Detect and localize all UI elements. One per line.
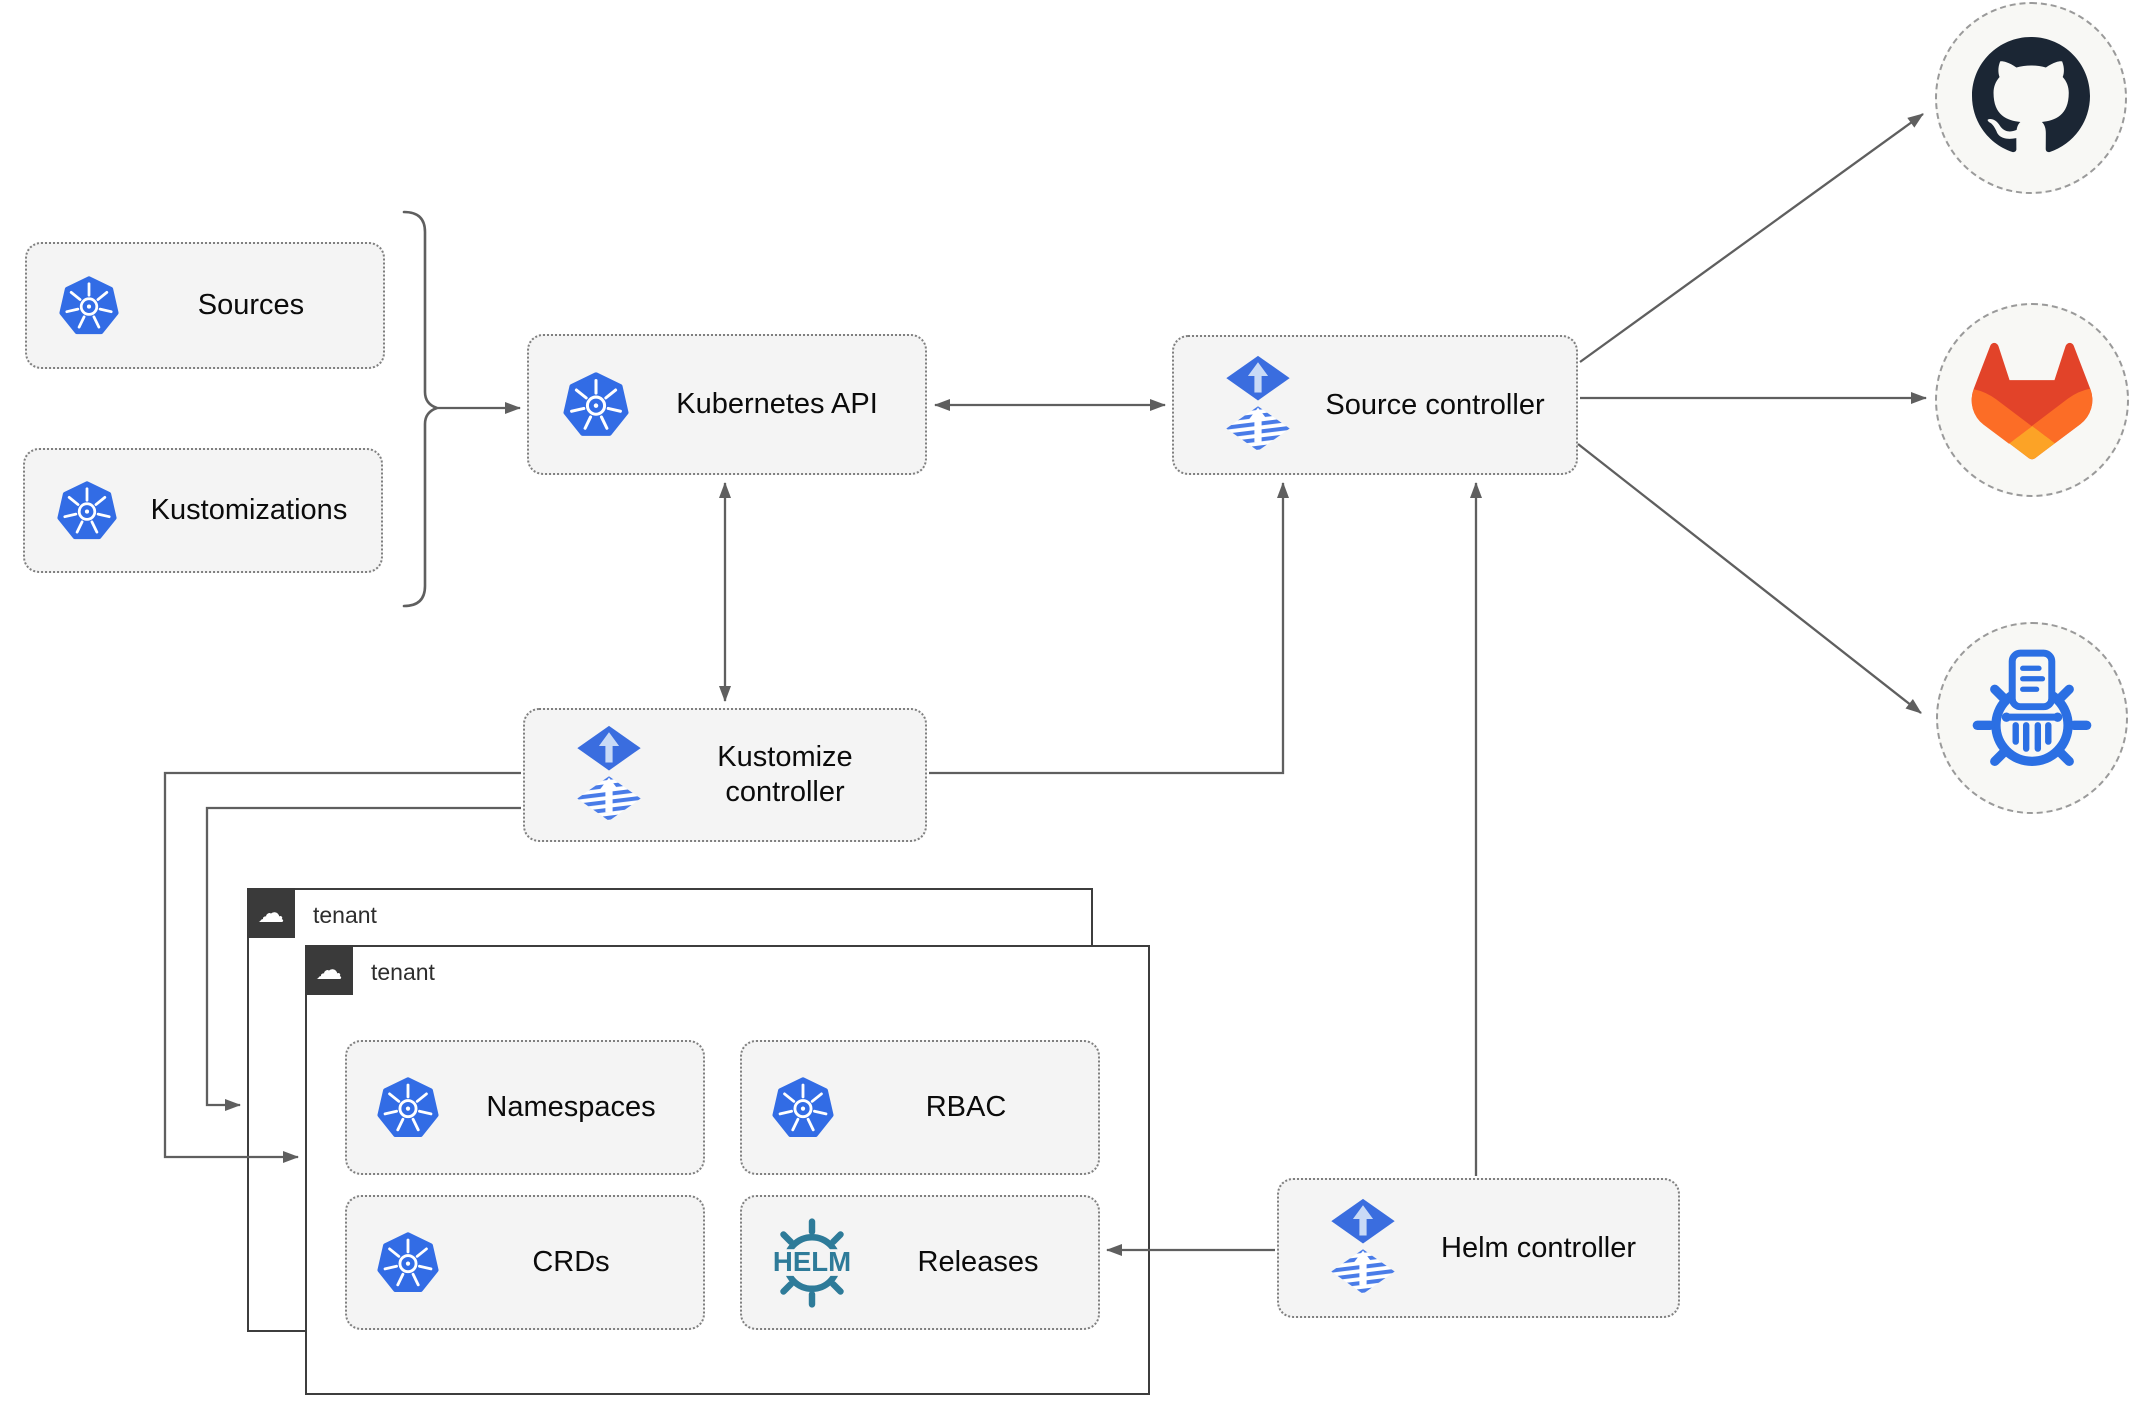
cloud-icon: ☁ <box>315 954 343 986</box>
node-label: Namespaces <box>486 1091 656 1124</box>
node-kustomizations: Kustomizations <box>23 448 383 573</box>
node-label: Kubernetes API <box>676 388 878 421</box>
edge-source-to-github <box>1579 113 1924 363</box>
tenant-inner-label: tenant <box>371 959 435 985</box>
node-namespaces: Namespaces <box>345 1040 705 1175</box>
flux-icon <box>1222 354 1294 457</box>
chartmuseum-icon <box>1968 646 2096 791</box>
node-sources: Sources <box>25 242 385 369</box>
helm-logo-text: HELM <box>773 1245 851 1276</box>
node-label: Releases <box>917 1246 1039 1279</box>
node-source-controller: Source controller <box>1172 335 1578 475</box>
brace-sources-kustomizations <box>402 210 442 608</box>
kubernetes-icon <box>377 1077 439 1139</box>
remote-gitlab <box>1935 303 2129 497</box>
kubernetes-icon <box>563 372 629 438</box>
cloud-icon: ☁ <box>257 897 285 929</box>
node-helm-controller: Helm controller <box>1277 1178 1680 1318</box>
kubernetes-icon <box>59 276 119 336</box>
kubernetes-icon <box>772 1077 834 1139</box>
node-label: CRDs <box>532 1246 610 1279</box>
tenant-outer-label: tenant <box>313 902 377 928</box>
node-label: Helm controller <box>1441 1231 1636 1264</box>
node-label: Kustomize controller <box>717 741 853 808</box>
kubernetes-icon <box>377 1232 439 1294</box>
flux-icon <box>1327 1197 1399 1300</box>
edge-source-to-chartmuseum <box>1577 443 1922 714</box>
node-kustomize-controller: Kustomize controller <box>523 708 927 842</box>
node-label: Sources <box>197 289 305 322</box>
kubernetes-icon <box>57 481 117 541</box>
node-label: Kustomizations <box>150 494 348 527</box>
github-icon <box>1972 36 2090 160</box>
edge-kustomize-to-source-controller <box>929 482 1289 775</box>
remote-github <box>1935 2 2127 194</box>
node-kubernetes-api: Kubernetes API <box>527 334 927 475</box>
tenant-inner-tab: ☁ <box>305 945 353 995</box>
tenant-outer-tab: ☁ <box>247 888 295 938</box>
node-label: RBAC <box>925 1091 1007 1124</box>
node-rbac: RBAC <box>740 1040 1100 1175</box>
flux-icon <box>573 724 645 827</box>
remote-chartmuseum <box>1936 622 2128 814</box>
node-crds: CRDs <box>345 1195 705 1330</box>
helm-icon: HELM <box>766 1217 858 1309</box>
node-label: Source controller <box>1325 388 1545 421</box>
node-releases: HELM Releases <box>740 1195 1100 1330</box>
gitlab-icon <box>1966 335 2098 466</box>
